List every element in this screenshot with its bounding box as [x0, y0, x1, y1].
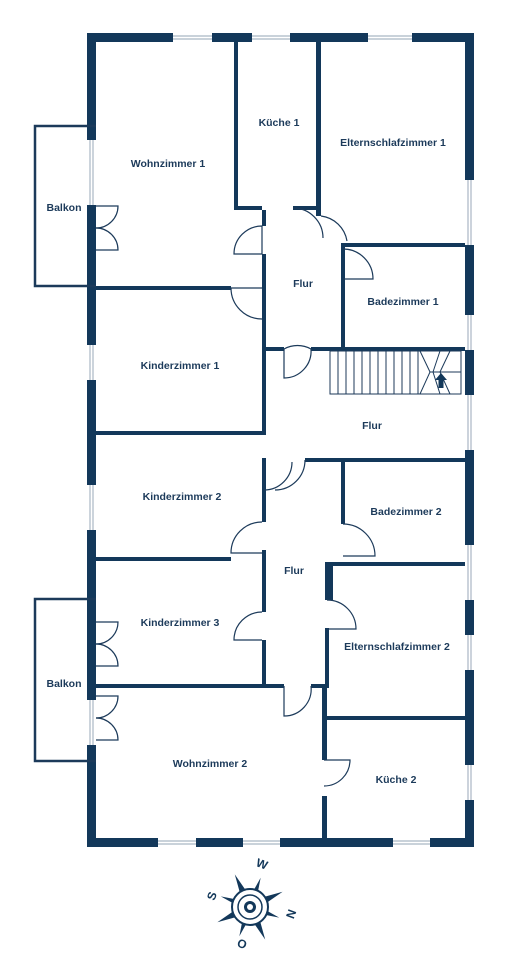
room-label-wohnzimmer-1: Wohnzimmer 1: [131, 158, 206, 170]
room-label-flur-3: Flur: [284, 565, 304, 577]
room-label-badezimmer-1: Badezimmer 1: [367, 296, 438, 308]
compass-letter-o: O: [235, 936, 249, 952]
room-label-badezimmer-2: Badezimmer 2: [370, 506, 441, 518]
compass-letter-s: S: [204, 890, 220, 902]
room-label-kueche-2: Küche 2: [376, 774, 417, 786]
doors: [95, 205, 376, 787]
room-label-flur-2: Flur: [362, 420, 382, 432]
room-label-balkon-2: Balkon: [46, 678, 81, 690]
room-label-elternschlafzimmer-1: Elternschlafzimmer 1: [340, 137, 446, 149]
room-label-kueche-1: Küche 1: [259, 117, 300, 129]
room-label-kinderzimmer-3: Kinderzimmer 3: [141, 617, 220, 629]
room-label-balkon-1: Balkon: [46, 202, 81, 214]
staircase: [329, 350, 462, 395]
room-labels: Küche 1 Elternschlafzimmer 1 Wohnzimmer …: [46, 117, 449, 786]
room-label-kinderzimmer-1: Kinderzimmer 1: [141, 360, 220, 372]
room-label-wohnzimmer-2: Wohnzimmer 2: [173, 758, 248, 770]
compass-rose-icon: [217, 874, 283, 940]
compass-letter-n: N: [283, 908, 299, 921]
balconies: [33, 124, 96, 763]
exterior-walls: [87, 33, 474, 847]
stair-arrow-icon: [435, 373, 447, 388]
room-label-elternschlafzimmer-2: Elternschlafzimmer 2: [344, 641, 450, 653]
room-label-flur-1: Flur: [293, 278, 313, 290]
windows: [89, 35, 472, 845]
room-label-kinderzimmer-2: Kinderzimmer 2: [143, 491, 222, 503]
compass-letter-w: W: [254, 855, 270, 872]
